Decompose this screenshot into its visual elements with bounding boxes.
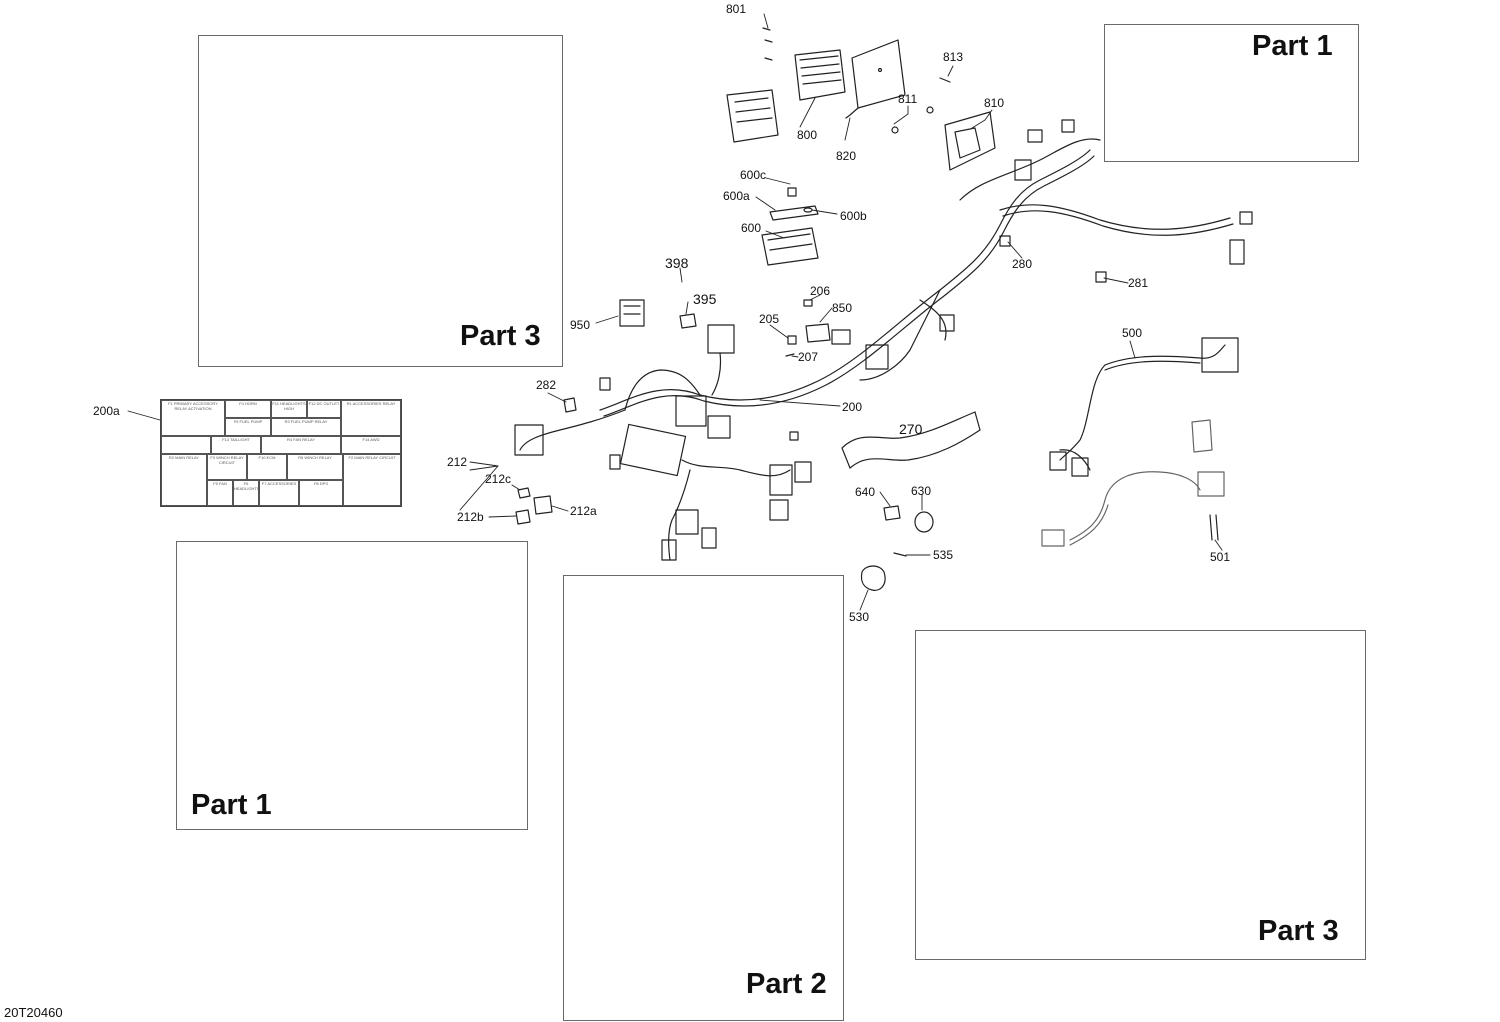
fuse-cell: R3 FUEL PUMP RELAY <box>271 418 341 436</box>
callout-950: 950 <box>570 318 591 332</box>
callout-205: 205 <box>759 312 780 326</box>
fuse-cell: F13 TAILLIGHT <box>211 436 261 454</box>
callout-640: 640 <box>855 485 876 499</box>
callout-850: 850 <box>832 301 853 315</box>
callout-212c: 212c <box>485 472 512 486</box>
callout-200: 200 <box>842 400 863 414</box>
callout-530: 530 <box>849 610 870 624</box>
figure-id: 20T20460 <box>4 1005 63 1020</box>
callout-280: 280 <box>1012 257 1033 271</box>
fuse-cell: F2 MAIN RELAY CIRCUIT <box>343 454 401 506</box>
callout-801: 801 <box>726 2 747 16</box>
panel-part3-top-left: Part 3 <box>198 35 563 367</box>
fuse-cell <box>161 436 211 454</box>
fuse-cell: R4 FAN RELAY <box>261 436 341 454</box>
callout-811: 811 <box>898 92 918 106</box>
panel-label-part3: Part 3 <box>1258 915 1339 947</box>
callout-600b: 600b <box>840 209 867 223</box>
panel-part3-bottom-right: Part 3 <box>915 630 1366 960</box>
panel-label-part2: Part 2 <box>746 968 827 1000</box>
callout-212a: 212a <box>570 504 597 518</box>
fuse-cell: F3 WINCH RELAY CIRCUIT <box>207 454 247 480</box>
panel-label-part1: Part 1 <box>1252 30 1333 62</box>
callout-600c: 600c <box>740 168 767 182</box>
fuse-cell: F11 HEADLIGHTS HIGH <box>271 400 307 418</box>
fuse-cell: F12 DC OUTLET <box>307 400 341 418</box>
panel-label-part1: Part 1 <box>191 789 272 821</box>
fuse-cell: F8 DPS <box>299 480 343 506</box>
fuse-cell: F10 ECM <box>247 454 287 480</box>
callout-270: 270 <box>899 421 923 437</box>
panel-part1-top-right: Part 1 <box>1104 24 1359 162</box>
callout-800: 800 <box>797 128 818 142</box>
callout-813: 813 <box>943 50 964 64</box>
callout-600a: 600a <box>723 189 750 203</box>
callout-212b: 212b <box>457 510 484 524</box>
callout-820: 820 <box>836 149 857 163</box>
fuse-cell: F7 ACCESSORIES <box>259 480 299 506</box>
callout-200a: 200a <box>93 404 120 418</box>
main-wiring-harness-art <box>514 119 1253 561</box>
electronic-modules-art <box>726 27 996 266</box>
callout-206: 206 <box>810 284 831 298</box>
sensor-harness-art <box>1041 337 1239 547</box>
panel-part2-bottom-center: Part 2 <box>563 575 844 1021</box>
fuse-cell: F9 FUEL PUMP <box>225 418 271 436</box>
fuse-cell: F14 AWD <box>341 436 401 454</box>
panel-part1-bottom-left: Part 1 <box>176 541 528 830</box>
callout-810: 810 <box>984 96 1005 110</box>
callout-282: 282 <box>536 378 557 392</box>
small-parts-art <box>515 299 981 591</box>
fuse-cell: F5 FAN <box>207 480 233 506</box>
callout-630: 630 <box>911 484 932 498</box>
leader-lines <box>127 13 1223 611</box>
fuse-cell: R5 WINCH RELAY <box>287 454 343 480</box>
fuse-cell: F4 HORN <box>225 400 271 418</box>
callout-600: 600 <box>741 221 762 235</box>
callout-535: 535 <box>933 548 954 562</box>
callout-501: 501 <box>1210 550 1231 564</box>
fuse-box-legend: F1 PRIMARY ACCESSORY RELAY ACTIVATION F4… <box>160 399 402 507</box>
callout-395: 395 <box>693 291 717 307</box>
callout-398: 398 <box>665 255 689 271</box>
callout-212: 212 <box>447 455 468 469</box>
fuse-cell: F1 PRIMARY ACCESSORY RELAY ACTIVATION <box>161 400 225 436</box>
fuse-cell: R2 MAIN RELAY <box>161 454 207 506</box>
fuse-cell: R1 ACCESSORIES RELAY <box>341 400 401 436</box>
panel-label-part3: Part 3 <box>460 320 541 352</box>
callout-207: 207 <box>798 350 819 364</box>
fuse-cell: F6 HEADLIGHTS <box>233 480 259 506</box>
callout-281: 281 <box>1128 276 1149 290</box>
callout-500: 500 <box>1122 326 1143 340</box>
